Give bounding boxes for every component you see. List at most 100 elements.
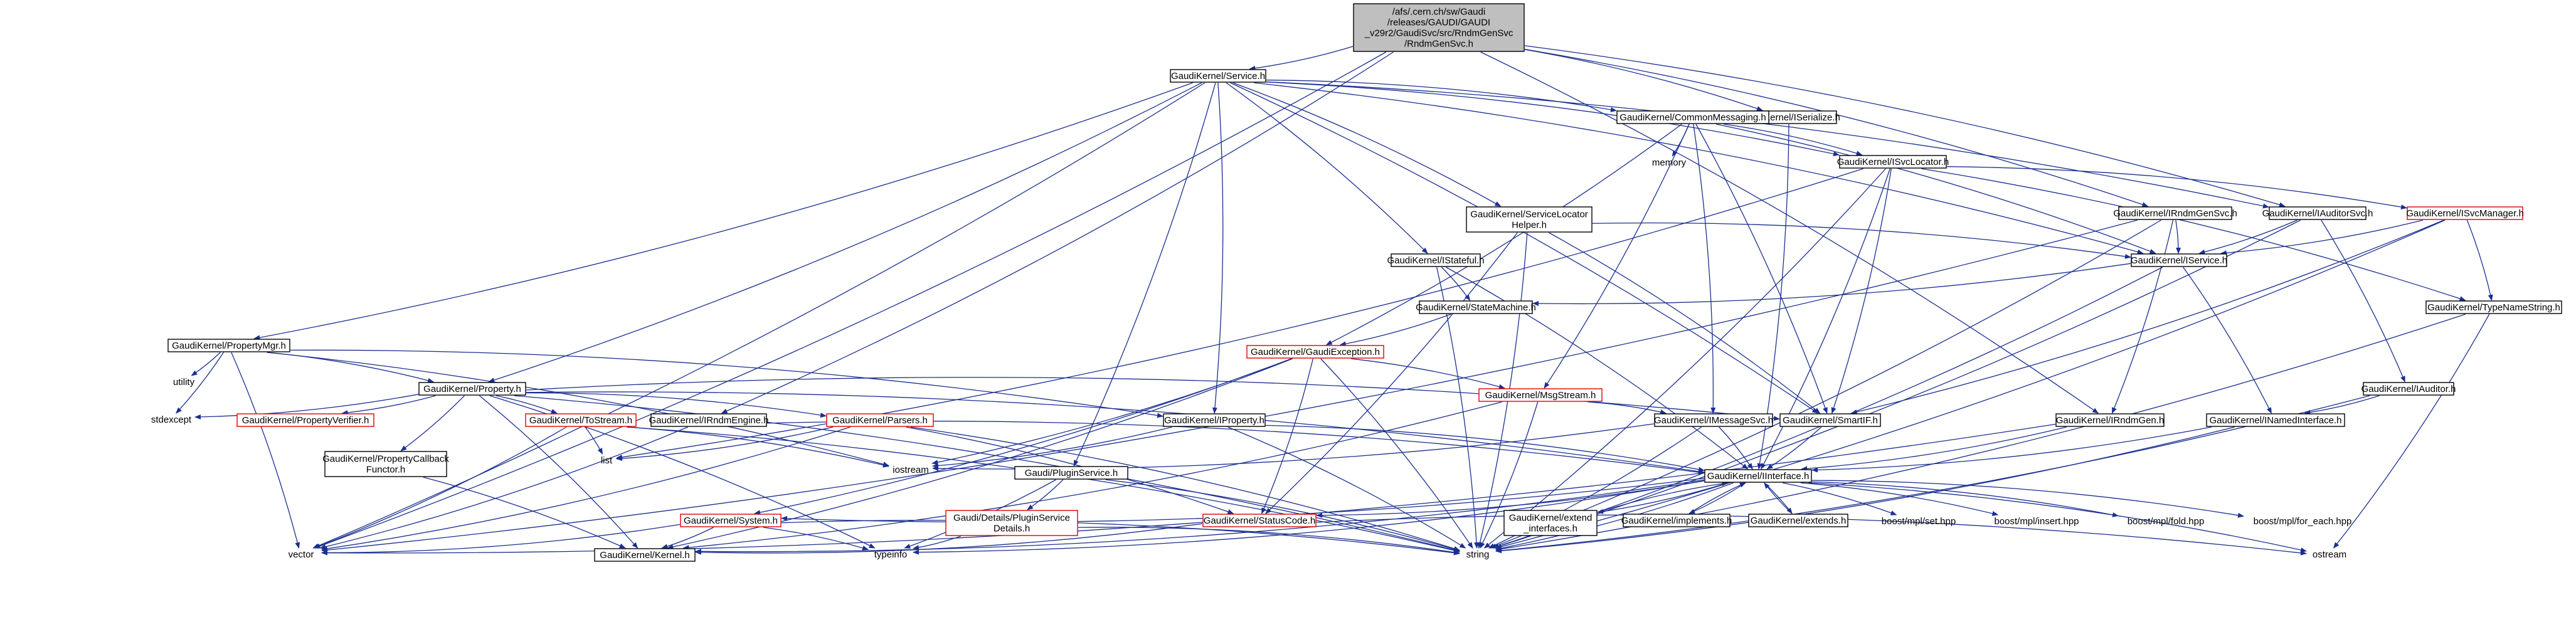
node-label: GaudiKernel/IRndmEngine.h <box>649 415 769 426</box>
node-box <box>418 382 526 396</box>
edge-pluginservice-to-pluginservicedetails <box>1027 479 1064 510</box>
node-label: GaudiKernel/IProperty.h <box>1164 415 1264 426</box>
edge-propertymgr-to-stdexcept <box>176 352 224 414</box>
edge-propertymgr-to-iostream <box>267 352 889 467</box>
node-implements[interactable]: GaudiKernel/implements.h <box>1621 514 1732 527</box>
node-label: GaudiKernel/SmartIF.h <box>1783 415 1878 426</box>
node-mpl_for_each: boost/mpl/for_each.hpp <box>2254 516 2352 527</box>
node-iauditorsvc[interactable]: GaudiKernel/IAuditorSvc.h <box>2262 206 2373 220</box>
node-box <box>650 413 767 427</box>
node-isvcmanager[interactable]: GaudiKernel/ISvcManager.h <box>2406 206 2524 220</box>
node-irndmgensvc[interactable]: GaudiKernel/IRndmGenSvc.h <box>2113 206 2237 220</box>
node-gaudiexception[interactable]: GaudiKernel/GaudiException.h <box>1246 345 1384 359</box>
node-system[interactable]: GaudiKernel/System.h <box>680 514 782 527</box>
edge-propertymgr-to-property <box>267 352 435 383</box>
edge-gaudiexception-to-iostream <box>931 358 1292 465</box>
node-label: Details.h <box>994 524 1030 534</box>
node-isvclocator[interactable]: GaudiKernel/ISvcLocator.h <box>1837 155 1949 169</box>
edge-isvcmanager-to-smartif <box>1850 219 2444 414</box>
node-statuscode[interactable]: GaudiKernel/StatusCode.h <box>1202 514 1317 527</box>
edge-iservice-to-statemachine <box>1532 263 2131 307</box>
node-label: memory <box>1652 157 1687 168</box>
node-inamedinterface[interactable]: GaudiKernel/INamedInterface.h <box>2206 413 2345 427</box>
edge-iinterface-to-mpl_insert <box>1800 482 1999 516</box>
edge-inamedinterface-to-string <box>1495 426 2235 554</box>
edge-property-to-tostream <box>496 395 558 414</box>
node-kernel[interactable]: GaudiKernel/Kernel.h <box>594 548 696 562</box>
edge-isvcmanager-to-iservice <box>2220 219 2424 256</box>
node-list: list <box>601 455 613 466</box>
node-box <box>2055 413 2165 427</box>
node-statemachine[interactable]: GaudiKernel/StateMachine.h <box>1416 300 1536 314</box>
node-irndmengine[interactable]: GaudiKernel/IRndmEngine.h <box>649 413 769 427</box>
node-mpl_insert: boost/mpl/insert.hpp <box>1994 516 2079 527</box>
node-label: GaudiKernel/Service.h <box>1171 71 1265 82</box>
node-tostream[interactable]: GaudiKernel/ToStream.h <box>525 413 637 427</box>
edge-msgstream-to-string <box>1480 401 1539 549</box>
edge-iinterface-to-string <box>1495 482 1734 551</box>
node-label: list <box>601 455 613 466</box>
node-imessagesvc[interactable]: GaudiKernel/IMessageSvc.h <box>1654 413 1773 427</box>
edge-service-to-propertymgr <box>253 82 1193 340</box>
edge-root-to-irndmengine <box>721 51 1394 414</box>
node-iinterface[interactable]: GaudiKernel/IInterface.h <box>1704 469 1812 483</box>
edge-extend_interfaces-to-iinterface <box>1597 481 1729 513</box>
node-label: utility <box>173 377 195 388</box>
node-iservice[interactable]: GaudiKernel/IService.h <box>2131 253 2227 267</box>
edge-root-to-irndmgensvc <box>1524 48 2149 207</box>
node-propertyverifier[interactable]: GaudiKernel/PropertyVerifier.h <box>236 413 374 427</box>
edge-isvclocator-to-isvcmanager <box>1946 166 2407 210</box>
node-istateful[interactable]: GaudiKernel/IStateful.h <box>1387 253 1485 267</box>
node-property[interactable]: GaudiKernel/Property.h <box>418 382 526 396</box>
edge-property-to-kernel <box>479 395 639 549</box>
node-box <box>1839 155 1947 169</box>
edge-implements-to-iinterface <box>1688 482 1746 514</box>
node-label: GaudiKernel/ISvcLocator.h <box>1837 157 1949 167</box>
node-propertymgr[interactable]: GaudiKernel/PropertyMgr.h <box>167 339 290 352</box>
node-iauditor[interactable]: GaudiKernel/IAuditor.h <box>2361 382 2456 396</box>
edge-svclocatorhelper-to-statuscode <box>1265 232 1518 514</box>
edge-commonmsg-to-smartif <box>1695 124 1828 414</box>
node-box <box>167 339 290 352</box>
node-label: GaudiKernel/ServiceLocator <box>1470 209 1588 220</box>
edge-root-to-service <box>1249 46 1354 71</box>
node-smartif[interactable]: GaudiKernel/SmartIF.h <box>1779 413 1881 427</box>
node-extends[interactable]: GaudiKernel/extends.h <box>1748 514 1848 527</box>
node-stdexcept: stdexcept <box>151 414 192 425</box>
node-label: /releases/GAUDI/GAUDI <box>1387 18 1490 28</box>
node-irndmgen[interactable]: GaudiKernel/IRndmGen.h <box>2055 413 2165 427</box>
edge-root-to-vector <box>314 51 1387 549</box>
node-ostream: ostream <box>2313 549 2346 560</box>
node-box <box>1478 388 1603 402</box>
node-box <box>1779 413 1881 427</box>
edge-commonmsg-to-isvclocator <box>1724 124 1863 156</box>
node-label: GaudiKernel/IInterface.h <box>1707 471 1810 482</box>
node-label: GaudiKernel/ToStream.h <box>529 415 632 426</box>
edge-gaudiexception-to-system <box>754 358 1292 515</box>
node-label: GaudiKernel/IMessageSvc.h <box>1654 415 1773 426</box>
node-parsers[interactable]: GaudiKernel/Parsers.h <box>826 413 934 427</box>
node-box <box>1163 413 1266 427</box>
edge-extends-to-iinterface <box>1764 482 1793 514</box>
edge-iproperty-to-string <box>1227 426 1466 549</box>
edge-istateful-to-iinterface <box>1446 267 1749 470</box>
edge-iinterface-to-mpl_fold <box>1811 481 2119 517</box>
edge-commonmsg-to-iservice <box>1716 124 2156 254</box>
node-label: GaudiKernel/IService.h <box>2131 255 2227 266</box>
node-extend_interfaces[interactable]: GaudiKernel/extend_interfaces.h <box>1503 510 1598 536</box>
node-pluginservice[interactable]: Gaudi/PluginService.h <box>1014 466 1128 480</box>
node-typenamestring[interactable]: GaudiKernel/TypeNameString.h <box>2425 300 2562 314</box>
node-root-rndmgensvc: /afs/.cern.ch/sw/Gaudi/releases/GAUDI/GA… <box>1353 3 1525 52</box>
node-commonmsg[interactable]: GaudiKernel/CommonMessaging.h <box>1616 110 1769 124</box>
edge-inamedinterface-to-iinterface <box>1811 426 2212 473</box>
edge-iauditor-to-inamedinterface <box>2304 395 2380 415</box>
node-iproperty[interactable]: GaudiKernel/IProperty.h <box>1163 413 1266 427</box>
node-msgstream[interactable]: GaudiKernel/MsgStream.h <box>1478 388 1603 402</box>
node-label: /afs/.cern.ch/sw/Gaudi <box>1392 7 1485 18</box>
edge-parsers-to-vector <box>321 426 851 551</box>
edge-iinterface-to-kernel <box>695 479 1705 554</box>
node-service[interactable]: GaudiKernel/Service.h <box>1170 69 1266 83</box>
